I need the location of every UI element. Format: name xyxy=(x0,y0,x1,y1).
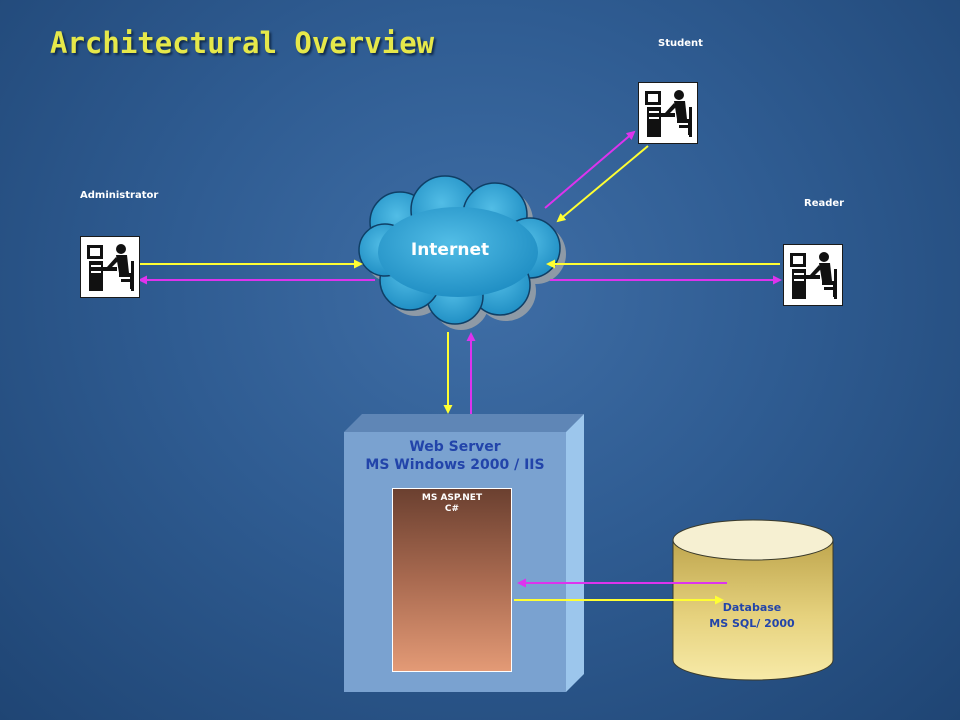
slide-title: Architectural Overview xyxy=(50,26,435,60)
web-server-platform: MS Windows 2000 / IIS xyxy=(365,457,545,473)
internet-label: Internet xyxy=(410,240,490,260)
internet-cloud xyxy=(358,175,566,330)
internet-to-student-arrow xyxy=(544,130,636,209)
aspnet-app-block xyxy=(392,488,512,672)
reader-workstation xyxy=(783,244,843,306)
student-label: Student xyxy=(658,38,703,49)
aspnet-app-label: MS ASP.NET C# xyxy=(392,493,512,515)
administrator-workstation xyxy=(80,236,140,298)
web-server-name: Web Server xyxy=(409,439,501,455)
database-name: Database xyxy=(722,601,782,614)
computer-user-icon xyxy=(87,244,134,291)
aspnet-framework: MS ASP.NET xyxy=(421,493,483,503)
student-to-internet-arrow xyxy=(556,145,649,223)
reader-label: Reader xyxy=(804,198,845,209)
web-server-label: Web Server MS Windows 2000 / IIS xyxy=(344,438,566,474)
aspnet-language: C# xyxy=(444,504,460,514)
database-engine: MS SQL/ 2000 xyxy=(709,617,795,630)
administrator-label: Administrator xyxy=(80,190,159,201)
computer-user-icon xyxy=(645,90,692,137)
computer-user-icon xyxy=(790,252,837,299)
database-cylinder xyxy=(672,519,834,681)
student-workstation xyxy=(638,82,698,144)
database-label: Database MS SQL/ 2000 xyxy=(672,600,832,632)
